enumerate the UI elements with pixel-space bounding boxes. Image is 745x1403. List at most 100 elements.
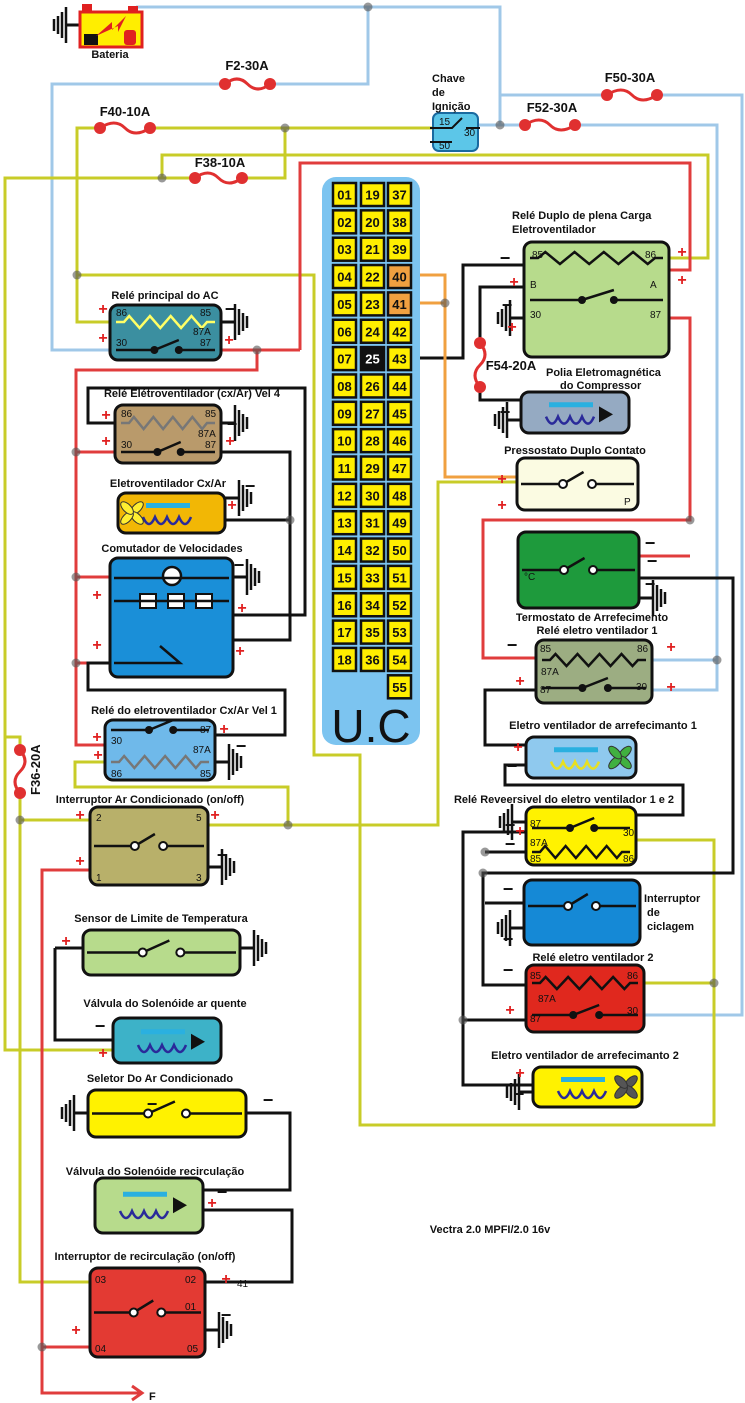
contact-point	[590, 824, 599, 832]
fuse-terminal	[14, 787, 26, 799]
contact-point	[563, 901, 574, 911]
svg-text:35: 35	[365, 625, 379, 640]
fuse-label: F38-10A	[195, 155, 246, 170]
uc-pin-52: 52	[386, 592, 413, 618]
minus-mark: −	[505, 834, 516, 854]
svg-text:03: 03	[337, 242, 351, 257]
wire-junction	[71, 447, 81, 457]
fuse-terminal	[519, 119, 531, 131]
pin-label-05: 05	[187, 1344, 199, 1355]
minus-mark: −	[147, 1094, 158, 1114]
ground-icon	[496, 300, 524, 336]
pin-label-30: 30	[116, 338, 128, 349]
reversivel[interactable]: Relé Reveersivel do eletro ventilador 1 …	[454, 794, 674, 867]
sensor-temp[interactable]: Sensor de Limite de Temperatura	[74, 913, 249, 977]
plus-mark: +	[92, 587, 101, 604]
uc-pin-reference: 41	[237, 1279, 249, 1290]
fuse-label: F2-30A	[225, 58, 269, 73]
svg-text:45: 45	[392, 406, 406, 421]
contact-point	[176, 448, 185, 456]
pin-label-3: 3	[196, 873, 202, 884]
pin-label-A: A	[650, 280, 657, 291]
plus-mark: +	[98, 301, 107, 318]
output-label: F	[149, 1391, 156, 1403]
uc-pin-12: 12	[331, 482, 358, 509]
contact-point	[158, 841, 169, 851]
svg-text:14: 14	[337, 543, 352, 558]
component-label: Relé do eletroventilador Cx/Ar Vel 1	[91, 705, 277, 717]
svg-text:43: 43	[392, 352, 406, 367]
uc-pin-43: 43	[386, 345, 413, 372]
minus-mark: −	[217, 845, 228, 865]
fuse-label: F36-20A	[28, 744, 43, 795]
uc-pin-17: 17	[331, 619, 358, 645]
termostato[interactable]: Termostato de Arrefecimento°C	[516, 530, 668, 624]
uc-pin-21: 21	[359, 236, 386, 262]
fuse-terminal	[474, 337, 486, 349]
ground-icon	[225, 480, 253, 516]
pin-label-85: 85	[532, 250, 544, 261]
contact-point	[609, 296, 618, 304]
minus-mark: −	[514, 1084, 525, 1104]
component-label-line: Polia Eletromagnética	[546, 367, 662, 379]
contact-point	[169, 726, 178, 734]
wire-battery-feed	[136, 5, 502, 127]
comutador[interactable]: Comutador de Velocidades	[101, 543, 243, 679]
battery-cell-black	[84, 34, 98, 45]
coil-icon	[532, 975, 638, 991]
component-label: Eletro ventilador de arrefecimanto 1	[509, 720, 697, 732]
fuse-terminal	[264, 78, 276, 90]
polarity-marks: +++++++++++++++++++++++++++++++++++−−−−−…	[61, 244, 686, 1339]
rele-duplo[interactable]: Relé Duplo de plena CargaEletroventilado…	[512, 210, 671, 359]
fuse-label: F52-30A	[527, 100, 578, 115]
fuse-terminal	[189, 172, 201, 184]
pin-label-87A: 87A	[193, 327, 211, 338]
wire-signal	[53, 946, 294, 1284]
svg-text:02: 02	[337, 215, 351, 230]
fan-icon	[614, 1075, 628, 1089]
wire-battery-feed	[500, 93, 744, 1017]
fuse-f2: F2-30A	[219, 58, 276, 91]
minus-mark: −	[645, 533, 656, 553]
component-label: Válvula do Solenóide ar quente	[83, 998, 246, 1010]
ev1[interactable]: Eletro ventilador de arrefecimanto 1	[509, 720, 697, 780]
minus-mark: −	[263, 1090, 274, 1110]
wire-junction	[285, 515, 295, 525]
wire-junction	[495, 120, 505, 130]
ignition-switch[interactable]: Chave de Ignição 15 30 50	[430, 73, 480, 152]
ev2[interactable]: Eletro ventilador de arrefecimanto 2	[491, 1050, 679, 1109]
pin-label-85: 85	[200, 308, 212, 319]
contact-point	[590, 901, 601, 911]
pin-label-86: 86	[645, 250, 657, 261]
minus-mark: −	[507, 756, 518, 776]
wire-junction	[712, 655, 722, 665]
component-body	[93, 1176, 205, 1235]
svg-text:23: 23	[365, 297, 379, 312]
uc-pin-44: 44	[386, 373, 413, 399]
wire-signal	[461, 830, 533, 1087]
core-icon	[549, 402, 593, 408]
grounds	[52, 7, 667, 1348]
wire-ignition-feed	[3, 128, 287, 1052]
eletrovent-cxar[interactable]: Eletroventilador Cx/Ar	[110, 478, 227, 535]
component-label: Relé eletro ventilador 1	[536, 625, 657, 637]
fuse-label: F54-20A	[486, 358, 537, 373]
diagram-title: Vectra 2.0 MPFI/2.0 16v	[430, 1224, 551, 1236]
valv-ar-quente[interactable]: Válvula do Solenóide ar quente	[83, 998, 247, 1065]
minus-mark: −	[227, 414, 238, 434]
contact-point	[175, 947, 186, 958]
minus-mark: −	[500, 248, 511, 268]
pin-label-87: 87	[205, 440, 217, 451]
valv-recirc[interactable]: Válvula do Solenóide recirculação	[66, 1166, 245, 1235]
seletor[interactable]: Seletor Do Ar Condicionado	[86, 1073, 248, 1139]
rele-vel1[interactable]: Relé do eletroventilador Cx/Ar Vel 13087…	[91, 705, 277, 782]
